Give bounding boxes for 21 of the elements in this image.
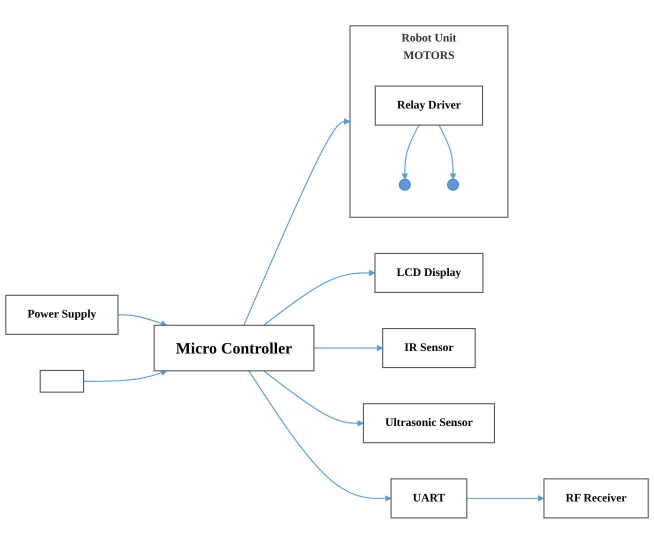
node-box — [40, 370, 84, 392]
node-box: Power Supply — [5, 294, 119, 335]
arrow — [438, 124, 456, 180]
node-circle — [398, 178, 411, 190]
node-box: RF Receiver — [543, 478, 649, 518]
arrow — [402, 124, 420, 180]
arrow — [263, 370, 364, 426]
node-box: LCD Display — [374, 252, 484, 293]
arrow — [243, 118, 350, 326]
node-box: Ultrasonic Sensor — [362, 402, 495, 443]
arrow — [263, 269, 376, 326]
node-box: UART — [390, 478, 468, 518]
arrow — [118, 314, 168, 326]
arrow — [84, 369, 168, 382]
node-box: IR Sensor — [382, 328, 476, 368]
node-circle — [447, 178, 459, 190]
node-box: Micro Controller — [154, 324, 314, 372]
arrow — [466, 494, 544, 502]
arrow — [314, 344, 383, 351]
node-box: Relay Driver — [374, 85, 484, 126]
arrow — [248, 370, 392, 502]
